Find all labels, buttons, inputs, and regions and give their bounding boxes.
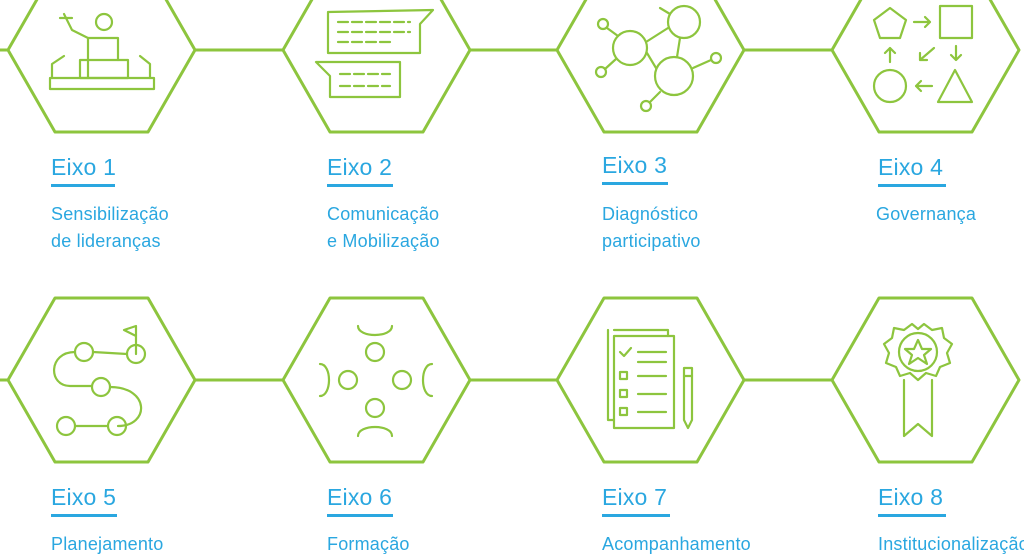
- hexagon-5: [6, 296, 197, 464]
- axis-2-description: Comunicação e Mobilização: [327, 204, 440, 251]
- axis-3-description: Diagnóstico participativo: [602, 204, 701, 251]
- hexagon-3: [555, 0, 746, 134]
- hexagon-4: [830, 0, 1021, 134]
- axis-8-underline: [878, 514, 946, 517]
- axis-6-underline: [327, 514, 393, 517]
- hexagon-7: [555, 296, 746, 464]
- hexagon-2: [281, 0, 472, 134]
- award-ribbon-icon: [882, 322, 954, 438]
- axis-3-label: Eixo 3: [602, 152, 668, 178]
- axis-7-description: Acompanhamento: [602, 534, 751, 554]
- leader-podium-icon: [48, 12, 156, 91]
- network-nodes-icon: [594, 4, 723, 113]
- axis-8-description: Institucionalização: [878, 534, 1024, 554]
- people-circle-icon: [318, 324, 434, 438]
- axis-7-underline: [602, 514, 670, 517]
- axis-4-underline: [878, 184, 946, 187]
- axis-6-description: Formação: [327, 534, 410, 554]
- shapes-cycle-icon: [872, 4, 974, 104]
- axis-8-label: Eixo 8: [878, 484, 944, 510]
- axis-6-label: Eixo 6: [327, 484, 393, 510]
- axis-4-label: Eixo 4: [878, 154, 944, 180]
- axis-1-underline: [51, 184, 115, 187]
- axis-2-label: Eixo 2: [327, 154, 393, 180]
- axis-1-label: Eixo 1: [51, 154, 117, 180]
- axis-1-description: Sensibilização de lideranças: [51, 204, 169, 251]
- axis-5-description: Planejamento: [51, 534, 164, 554]
- axis-2-underline: [327, 184, 393, 187]
- hexagon-1: [6, 0, 197, 134]
- axis-3-underline: [602, 182, 668, 185]
- axis-4-description: Governança: [876, 204, 977, 224]
- axis-5-label: Eixo 5: [51, 484, 117, 510]
- chat-bubbles-icon: [314, 8, 435, 99]
- path-flag-icon: [53, 324, 147, 437]
- hexagon-6: [281, 296, 472, 464]
- checklist-pencil-icon: [606, 328, 694, 430]
- hexagon-8: [830, 296, 1021, 464]
- axis-7-label: Eixo 7: [602, 484, 668, 510]
- axis-5-underline: [51, 514, 117, 517]
